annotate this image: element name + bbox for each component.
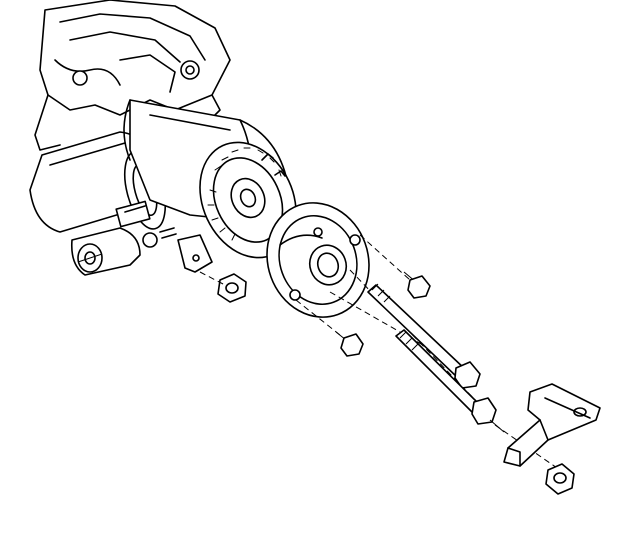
through-bolt-long	[367, 283, 481, 389]
cap-screw-upper	[403, 271, 431, 299]
through-bolt-short	[395, 329, 505, 433]
cap-screw-lower	[335, 331, 364, 357]
alignment-lines	[199, 234, 561, 471]
bracket-nut	[217, 273, 247, 303]
end-cap	[266, 202, 370, 318]
terminal-nut	[70, 227, 158, 276]
engine-housing	[34, 0, 231, 151]
bracket-mount-nut	[545, 463, 575, 495]
small-bracket	[159, 227, 213, 273]
mounting-bracket	[503, 383, 601, 467]
